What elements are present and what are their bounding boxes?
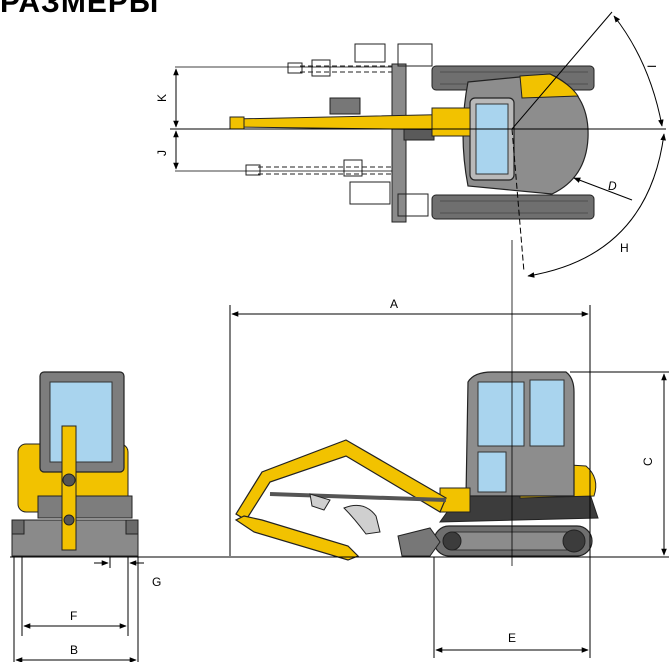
page-title: РАЗМЕРЫ	[0, 0, 160, 19]
label-d: D	[608, 179, 617, 193]
label-e: E	[508, 631, 516, 645]
front-view-boom	[61, 425, 77, 551]
top-view-swing-line-i	[511, 11, 613, 130]
side-view-arm	[234, 515, 360, 561]
label-i: I	[645, 65, 659, 68]
tail-radius-line-d	[573, 177, 633, 201]
swing-arc-h	[527, 133, 666, 278]
side-view-cab-glass-rear	[529, 379, 565, 447]
label-a: A	[390, 297, 398, 311]
front-view	[11, 371, 139, 557]
top-view-track-lower	[431, 194, 595, 220]
front-view-cab-glass	[49, 381, 113, 463]
dimension-lines	[10, 240, 669, 662]
label-h: H	[620, 241, 629, 255]
side-view-bucket-curl	[343, 504, 381, 535]
top-view-boom-center	[229, 97, 471, 137]
top-view	[170, 11, 666, 278]
side-view-dozer-blade	[397, 527, 441, 557]
side-view-bucket-dump	[309, 493, 331, 511]
top-view-swing-line-h	[511, 128, 525, 273]
label-g: G	[152, 575, 161, 589]
label-b: B	[70, 643, 78, 657]
top-view-cab-glass	[475, 103, 509, 175]
swing-arc-i	[613, 15, 664, 127]
side-view	[234, 371, 599, 561]
label-j: J	[155, 150, 169, 156]
top-view-boom-offset-lower	[245, 159, 429, 217]
side-view-boom	[235, 439, 447, 521]
side-view-cab-glass-front	[477, 381, 525, 447]
dimension-labels: A B C D E F G H I J K	[70, 65, 659, 657]
label-f: F	[70, 609, 77, 623]
top-view-boom-offset-upper	[287, 43, 433, 77]
label-k: K	[155, 94, 169, 102]
top-view-blade	[391, 63, 407, 223]
label-c: C	[641, 457, 655, 466]
